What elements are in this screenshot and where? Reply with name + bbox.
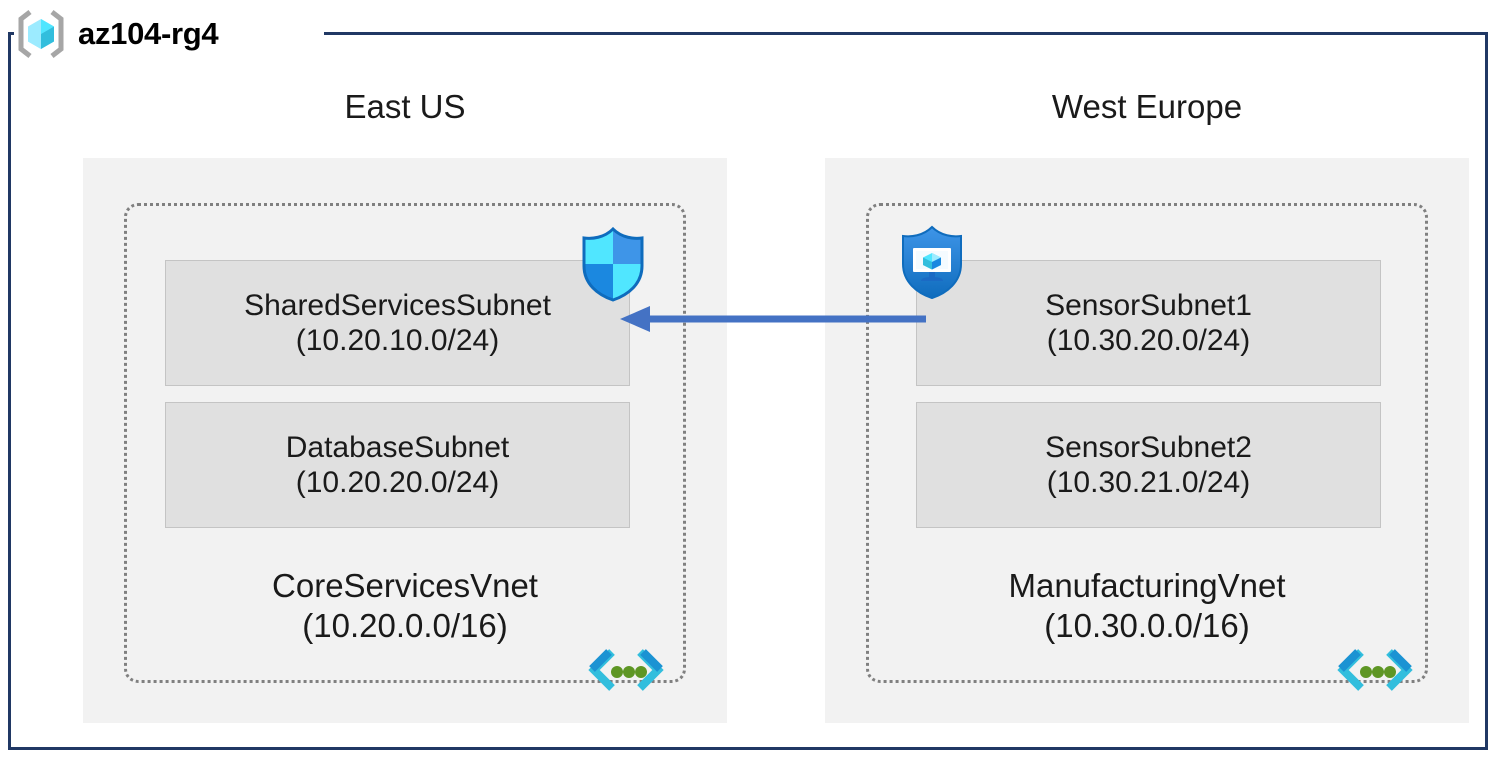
virtual-network-icon (1337, 648, 1413, 692)
resource-group-name: az104-rg4 (78, 16, 219, 51)
subnet-sensor-1: SensorSubnet1 (10.30.20.0/24) (916, 260, 1381, 386)
virtual-network-icon (588, 648, 664, 692)
subnet-name: SharedServicesSubnet (244, 288, 551, 322)
vnet-name: CoreServicesVnet (272, 567, 538, 604)
vnet-label-manufacturing: ManufacturingVnet (10.30.0.0/16) (866, 566, 1428, 645)
subnet-cidr: (10.30.21.0/24) (1046, 466, 1251, 499)
resource-group-cube-icon (14, 9, 68, 59)
subnet-database: DatabaseSubnet (10.20.20.0/24) (165, 402, 630, 528)
vnet-box-core-services (124, 203, 686, 683)
subnet-name: DatabaseSubnet (285, 430, 510, 464)
subnet-sensor-2: SensorSubnet2 (10.30.21.0/24) (916, 402, 1381, 528)
subnet-cidr: (10.20.20.0/24) (295, 466, 500, 499)
vnet-box-manufacturing (866, 203, 1428, 683)
application-security-group-shield-icon (899, 224, 965, 300)
vnet-label-core-services: CoreServicesVnet (10.20.0.0/16) (124, 566, 686, 645)
subnet-cidr: (10.20.10.0/24) (295, 324, 500, 357)
resource-group-frame (8, 32, 1488, 750)
network-security-group-shield-icon (580, 226, 646, 302)
subnet-name: SensorSubnet1 (1045, 288, 1252, 322)
region-title-west-europe: West Europe (1051, 88, 1243, 125)
subnet-cidr: (10.30.20.0/24) (1046, 324, 1251, 357)
vnet-peering-arrow (618, 300, 926, 338)
vnet-cidr: (10.30.0.0/16) (1044, 606, 1250, 644)
region-title-east-us: East US (344, 88, 466, 125)
vnet-cidr: (10.20.0.0/16) (302, 606, 508, 644)
subnet-name: SensorSubnet2 (1045, 430, 1252, 464)
subnet-shared-services: SharedServicesSubnet (10.20.10.0/24) (165, 260, 630, 386)
resource-group-label: az104-rg4 (14, 8, 219, 60)
vnet-name: ManufacturingVnet (1008, 567, 1286, 604)
resource-group-label-backdrop (14, 10, 324, 58)
